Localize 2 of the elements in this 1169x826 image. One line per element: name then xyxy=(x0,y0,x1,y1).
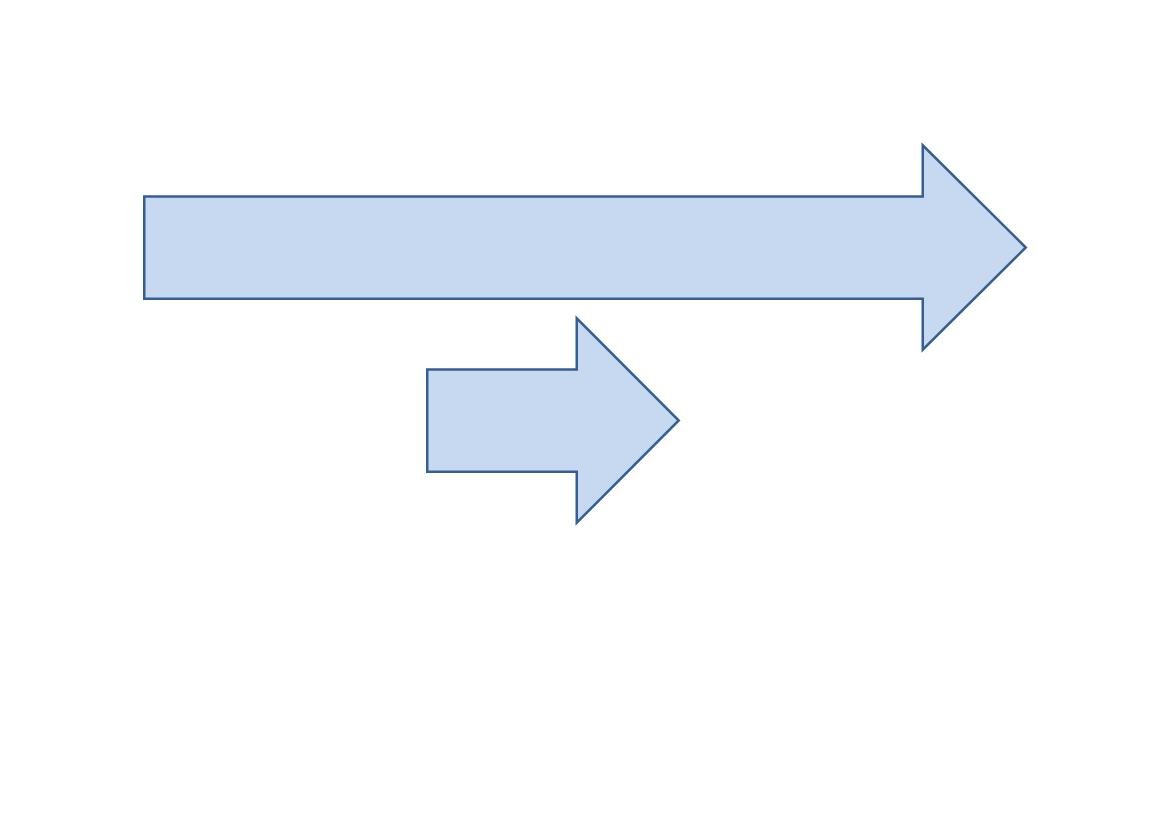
block-arrow xyxy=(143,144,1027,351)
block-arrow xyxy=(426,317,680,524)
